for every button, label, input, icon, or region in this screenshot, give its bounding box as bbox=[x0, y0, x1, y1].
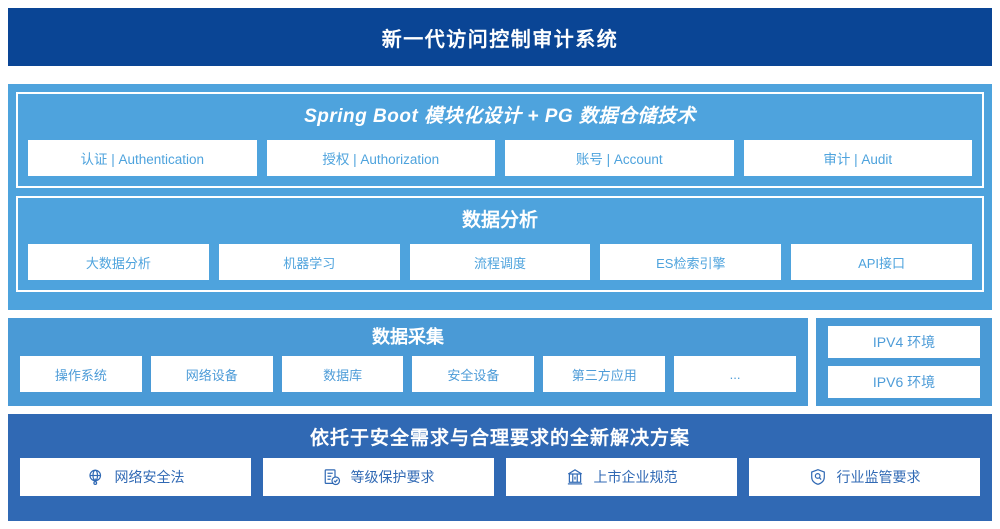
panel-title-data-analysis: 数据分析 bbox=[461, 210, 538, 231]
chip-authentication[interactable]: 认证 | Authentication bbox=[28, 140, 257, 176]
chip-api-interface[interactable]: API接口 bbox=[791, 244, 972, 280]
chip-label: 上市企业规范 bbox=[593, 469, 678, 485]
chip-third-party-app[interactable]: 第三方应用 bbox=[543, 356, 666, 392]
solution-section: 依托于安全需求与合理要求的全新解决方案 网络安全法 bbox=[8, 414, 992, 521]
chip-label: 网络安全法 bbox=[114, 469, 185, 485]
chip-cybersecurity-law[interactable]: 网络安全法 bbox=[20, 458, 251, 496]
page-header: 新一代访问控制审计系统 bbox=[8, 8, 992, 66]
chip-audit[interactable]: 审计 | Audit bbox=[743, 140, 972, 176]
chip-machine-learning[interactable]: 机器学习 bbox=[218, 244, 400, 280]
collection-title: 数据采集 bbox=[372, 327, 444, 347]
shield-search-icon bbox=[809, 468, 827, 486]
collection-section: 数据采集 操作系统 网络设备 数据库 安全设备 第三方应用 ... IPV4 环… bbox=[8, 318, 992, 406]
chip-more[interactable]: ... bbox=[674, 356, 796, 392]
chip-database[interactable]: 数据库 bbox=[281, 356, 404, 392]
page-title: 新一代访问控制审计系统 bbox=[381, 28, 619, 51]
environment-panel: IPV4 环境 IPV6 环境 bbox=[816, 318, 992, 406]
collection-items: 操作系统 网络设备 数据库 安全设备 第三方应用 ... bbox=[20, 356, 796, 392]
panel-title-spring-boot: Spring Boot 模块化设计 + PG 数据仓储技术 bbox=[304, 106, 696, 127]
globe-icon bbox=[87, 468, 105, 486]
chip-ipv6-environment[interactable]: IPV6 环境 bbox=[828, 366, 980, 398]
solution-title: 依托于安全需求与合理要求的全新解决方案 bbox=[309, 428, 690, 449]
chip-label: 行业监管要求 bbox=[836, 469, 921, 485]
solution-items: 网络安全法 等级保护要求 bbox=[20, 458, 980, 496]
chip-ipv4-environment[interactable]: IPV4 环境 bbox=[828, 326, 980, 358]
chip-security-device[interactable]: 安全设备 bbox=[412, 356, 535, 392]
chip-operating-system[interactable]: 操作系统 bbox=[20, 356, 142, 392]
bank-icon bbox=[566, 468, 584, 486]
chip-authorization[interactable]: 授权 | Authorization bbox=[266, 140, 495, 176]
chip-process-scheduling[interactable]: 流程调度 bbox=[409, 244, 591, 280]
chip-network-device[interactable]: 网络设备 bbox=[150, 356, 273, 392]
panel-data-analysis: 数据分析 大数据分析 机器学习 流程调度 ES检索引擎 API接口 bbox=[16, 196, 984, 292]
panel-spring-boot: Spring Boot 模块化设计 + PG 数据仓储技术 认证 | Authe… bbox=[16, 92, 984, 188]
collection-panel: 数据采集 操作系统 网络设备 数据库 安全设备 第三方应用 ... bbox=[8, 318, 808, 406]
chip-es-search-engine[interactable]: ES检索引擎 bbox=[600, 244, 782, 280]
chip-listed-company-standard[interactable]: 上市企业规范 bbox=[506, 458, 737, 496]
chip-classified-protection[interactable]: 等级保护要求 bbox=[263, 458, 494, 496]
chip-account[interactable]: 账号 | Account bbox=[505, 140, 734, 176]
chip-label: 等级保护要求 bbox=[350, 469, 435, 485]
chip-big-data-analysis[interactable]: 大数据分析 bbox=[28, 244, 209, 280]
panel-items-spring-boot: 认证 | Authentication 授权 | Authorization 账… bbox=[28, 140, 972, 176]
architecture-section: Spring Boot 模块化设计 + PG 数据仓储技术 认证 | Authe… bbox=[8, 84, 992, 310]
document-check-icon bbox=[323, 468, 341, 486]
panel-items-data-analysis: 大数据分析 机器学习 流程调度 ES检索引擎 API接口 bbox=[28, 244, 972, 280]
chip-industry-regulation[interactable]: 行业监管要求 bbox=[749, 458, 980, 496]
